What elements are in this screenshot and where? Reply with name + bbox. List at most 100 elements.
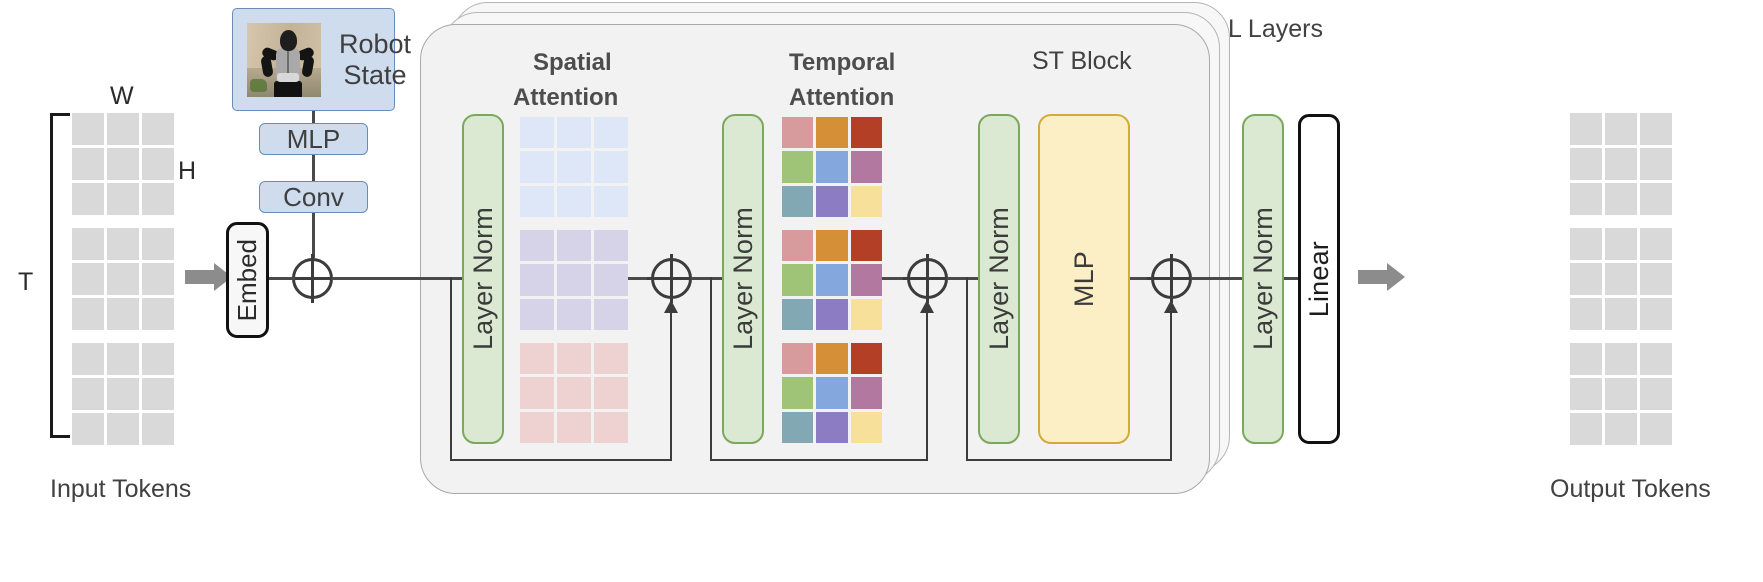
att-cell: [557, 185, 591, 217]
token-cell: [1640, 298, 1672, 330]
token-cell: [1605, 148, 1637, 180]
att-cell: [850, 298, 882, 330]
spatial-attention-map-2: [520, 230, 628, 330]
att-cell: [816, 264, 848, 296]
spatial-attention-map-1: [520, 117, 628, 217]
block-out-line: [1191, 277, 1243, 280]
att-cell: [520, 230, 554, 262]
linear-to-output-arrow: [1358, 263, 1405, 291]
token-cell: [1605, 378, 1637, 410]
token-cell: [1570, 378, 1602, 410]
token-cell: [1570, 228, 1602, 260]
att-cell: [520, 151, 554, 183]
robot-state-label: Robot State: [339, 29, 412, 90]
att-cell: [557, 151, 591, 183]
token-cell: [1605, 183, 1637, 215]
input-token-grid-1: [72, 113, 174, 215]
att-cell: [816, 185, 848, 217]
spatial-add-to-temporal-line: [691, 277, 723, 280]
att-cell: [850, 117, 882, 149]
output-token-grid-3: [1570, 343, 1672, 445]
token-cell: [72, 378, 104, 410]
att-cell: [782, 264, 814, 296]
token-cell: [72, 298, 104, 330]
token-cell: [1640, 263, 1672, 295]
robot-conv-box: Conv: [259, 181, 368, 213]
att-cell: [850, 264, 882, 296]
embed-box: Embed: [226, 222, 269, 338]
token-cell: [1640, 378, 1672, 410]
token-cell: [142, 298, 174, 330]
temporal-out-line: [882, 277, 907, 280]
st-block-mlp-label: MLP: [1068, 250, 1099, 308]
time-extent-bracket: [50, 113, 70, 438]
time-label: T: [18, 268, 34, 296]
att-cell: [816, 298, 848, 330]
att-cell: [594, 377, 628, 409]
robot-mlp-box: MLP: [259, 123, 368, 155]
token-cell: [107, 228, 139, 260]
mlp-residual-up: [1170, 310, 1172, 460]
att-cell: [782, 411, 814, 443]
spatial-attention-map-3: [520, 343, 628, 443]
temporal-residual-up: [926, 310, 928, 460]
mlp-out-line: [1130, 277, 1152, 280]
att-cell: [520, 264, 554, 296]
token-cell: [1570, 148, 1602, 180]
att-cell: [594, 298, 628, 330]
mlp-residual-bottom: [966, 459, 1172, 461]
att-cell: [850, 230, 882, 262]
token-cell: [1605, 298, 1637, 330]
att-cell: [782, 298, 814, 330]
temporal-residual-arrowhead: [920, 300, 934, 313]
att-cell: [520, 411, 554, 443]
att-cell: [850, 411, 882, 443]
add-node-embed: [288, 254, 337, 303]
att-cell: [557, 298, 591, 330]
conv-to-add-line: [312, 213, 315, 258]
output-tokens-caption: Output Tokens: [1550, 475, 1711, 503]
att-cell: [557, 343, 591, 375]
token-cell: [107, 148, 139, 180]
layer-norm-temporal-label: Layer Norm: [727, 207, 758, 351]
att-cell: [594, 230, 628, 262]
att-cell: [520, 298, 554, 330]
att-cell: [816, 151, 848, 183]
att-cell: [520, 185, 554, 217]
temporal-attention-map-2: [782, 230, 882, 330]
linear-label: Linear: [1303, 240, 1334, 318]
embed-to-add-line: [269, 277, 295, 280]
input-token-grid-3: [72, 343, 174, 445]
token-cell: [107, 413, 139, 445]
att-cell: [594, 343, 628, 375]
token-cell: [1605, 263, 1637, 295]
att-cell: [782, 343, 814, 375]
token-cell: [1640, 183, 1672, 215]
att-cell: [782, 230, 814, 262]
token-cell: [142, 378, 174, 410]
height-label: H: [178, 157, 197, 185]
token-cell: [107, 183, 139, 215]
token-cell: [1570, 343, 1602, 375]
att-cell: [782, 151, 814, 183]
token-cell: [107, 298, 139, 330]
spatial-attention-title-line1: Spatial: [533, 49, 612, 76]
att-cell: [850, 185, 882, 217]
st-block-label: ST Block: [1032, 47, 1132, 75]
att-cell: [816, 343, 848, 375]
layer-norm-mlp: Layer Norm: [978, 114, 1020, 444]
token-cell: [72, 413, 104, 445]
att-cell: [850, 343, 882, 375]
temporal-residual-bottom: [710, 459, 928, 461]
input-token-grid-2: [72, 228, 174, 330]
att-cell: [557, 117, 591, 149]
token-cell: [142, 228, 174, 260]
att-cell: [520, 343, 554, 375]
robot-state-photo: [247, 22, 321, 97]
token-cell: [72, 113, 104, 145]
att-cell: [594, 264, 628, 296]
input-to-embed-arrow: [185, 263, 232, 291]
token-cell: [107, 343, 139, 375]
token-cell: [107, 378, 139, 410]
